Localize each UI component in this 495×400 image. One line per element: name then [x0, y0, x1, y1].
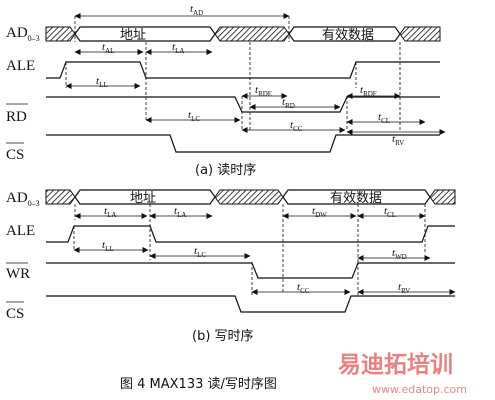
t-dw-label: tDW: [312, 205, 327, 219]
t-la-label: tLA: [172, 41, 184, 55]
signal-label-ale-write: ALE: [6, 223, 35, 239]
data-label-read: 有效数据: [322, 28, 374, 43]
svg-text:AD0–3: AD0–3: [6, 25, 40, 43]
ale-waveform-write: [46, 225, 455, 243]
watermark-brand: 易迪拓培训: [338, 351, 453, 378]
watermark: 易迪拓培训 www.edatop.com: [338, 351, 467, 396]
t-rde-label: tRDE: [255, 84, 272, 98]
t-cl-label: tCL: [378, 111, 390, 125]
figure-caption: 图 4 MAX133 读/写时序图: [120, 377, 277, 392]
t-cc-write-label: tCC: [297, 281, 310, 295]
t-ll-label: tLL: [96, 75, 108, 89]
signal-label-ad-write: AD0–3: [6, 190, 40, 208]
cs-waveform-write: [46, 295, 455, 313]
ad-bus-write: [45, 189, 456, 205]
t-ll-write-label: tLL: [102, 239, 114, 253]
watermark-url: www.edatop.com: [372, 383, 467, 396]
caption-write: (b) 写时序: [192, 329, 254, 344]
caption-read: (a) 读时序: [195, 163, 256, 178]
t-rdf-label: tRDF: [360, 84, 377, 98]
t-ad-label: tAD: [190, 3, 203, 17]
wr-waveform: [46, 262, 455, 279]
ad-bus-read: [45, 26, 441, 42]
t-al-label: tAL: [102, 41, 114, 55]
signal-label-cs-write: CS: [6, 306, 24, 322]
t-lc-label: tLC: [188, 109, 200, 123]
address-label-write: 地址: [130, 191, 156, 206]
t-la2-label: tLA: [174, 205, 186, 219]
signal-label-ale-read: ALE: [6, 58, 35, 74]
t-wd-label: tWD: [392, 247, 407, 261]
signal-label-wr: WR: [6, 266, 30, 282]
t-cl-write-label: tCL: [384, 205, 396, 219]
signal-label-ad-read: AD0–3: [6, 25, 40, 43]
t-cc-label: tCC: [290, 119, 303, 133]
t-rv-label: tRV: [392, 133, 404, 147]
t-lc-write-label: tLC: [194, 245, 206, 259]
svg-text:AD0–3: AD0–3: [6, 190, 40, 208]
cs-waveform-read: [46, 134, 440, 153]
ale-waveform-read: [46, 61, 440, 79]
write-timing-panel: AD0–3 ALE WR CS 地址 有效数据: [6, 189, 456, 344]
signal-label-cs-read: CS: [6, 147, 24, 163]
address-label-read: 地址: [120, 28, 146, 43]
t-rv-write-label: tRV: [398, 281, 410, 295]
data-label-write: 有效数据: [330, 191, 382, 206]
read-timing-panel: AD0–3 ALE RD CS 地址 有效数据: [6, 3, 446, 178]
t-la1-label: tLA: [104, 205, 116, 219]
rd-waveform: [46, 96, 440, 113]
t-rd-label: tRD: [282, 96, 295, 110]
write-reference-lines: [73, 204, 426, 296]
signal-label-rd: RD: [6, 109, 27, 125]
